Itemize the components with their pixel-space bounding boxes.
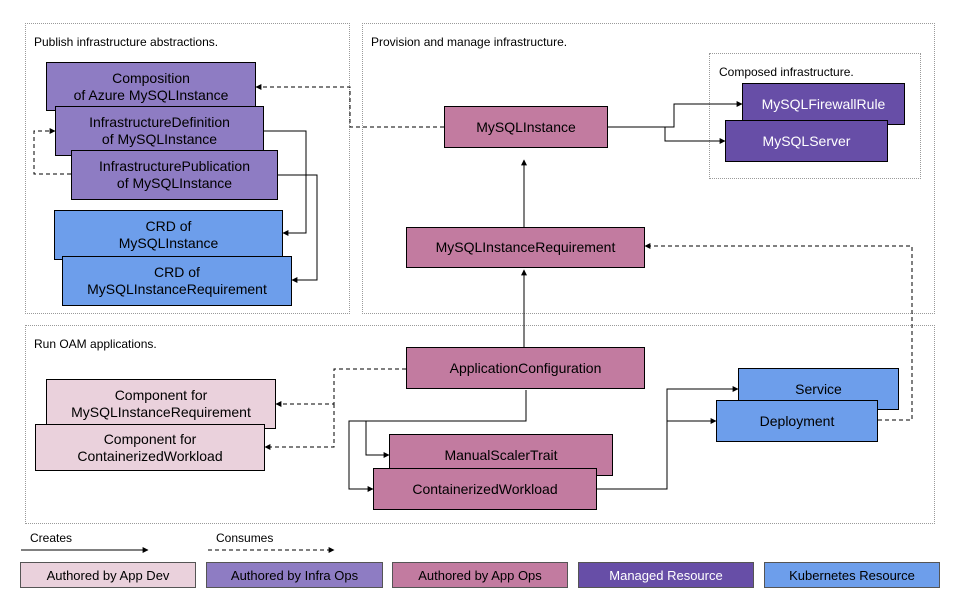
edge-appconfig-workload [348, 390, 527, 492]
region-provision-title: Provision and manage infrastructure. [371, 35, 568, 49]
node-mysqlinstance: MySQLInstance [444, 106, 608, 148]
legend-app-ops: Authored by App Ops [392, 562, 568, 588]
legend-managed: Managed Resource [578, 562, 754, 588]
legend-creates-label: Creates [30, 531, 73, 545]
legend-app-dev: Authored by App Dev [20, 562, 196, 588]
region-run-title: Run OAM applications. [34, 337, 157, 351]
region-publish-title: Publish infrastructure abstractions. [34, 35, 219, 49]
region-provision [362, 23, 935, 314]
node-applicationconfiguration: ApplicationConfiguration [406, 347, 645, 389]
node-mysqlfirewallrule: MySQLFirewallRule [742, 83, 905, 125]
region-composed-title: Composed infrastructure. [719, 65, 854, 79]
edge-instance-composition [255, 84, 444, 128]
legend-kubernetes: Kubernetes Resource [764, 562, 940, 588]
region-run [25, 325, 935, 524]
edge-appconfig-comp-workload [264, 404, 335, 450]
edge-instance-firewall [608, 101, 743, 128]
edge-instance-server [608, 126, 726, 144]
region-composed [709, 53, 921, 179]
legend-consumes-label: Consumes [216, 531, 274, 545]
edge-workload-service [597, 386, 739, 490]
node-mysqlserver: MySQLServer [725, 120, 888, 162]
edge-pub-crd-instance [264, 130, 307, 236]
region-publish [25, 23, 350, 314]
edge-appconfig-comp-requirement [275, 368, 406, 407]
node-containerizedworkload: ContainerizedWorkload [373, 468, 597, 510]
node-deployment: Deployment [716, 400, 878, 442]
edge-deployment-requirement [644, 243, 913, 421]
edge-pub-crd-requirement [278, 174, 318, 283]
node-mysqlinstancerequirement: MySQLInstanceRequirement [406, 227, 645, 268]
legend-infra-ops: Authored by Infra Ops [206, 562, 383, 588]
edge-pub-def [33, 128, 71, 175]
